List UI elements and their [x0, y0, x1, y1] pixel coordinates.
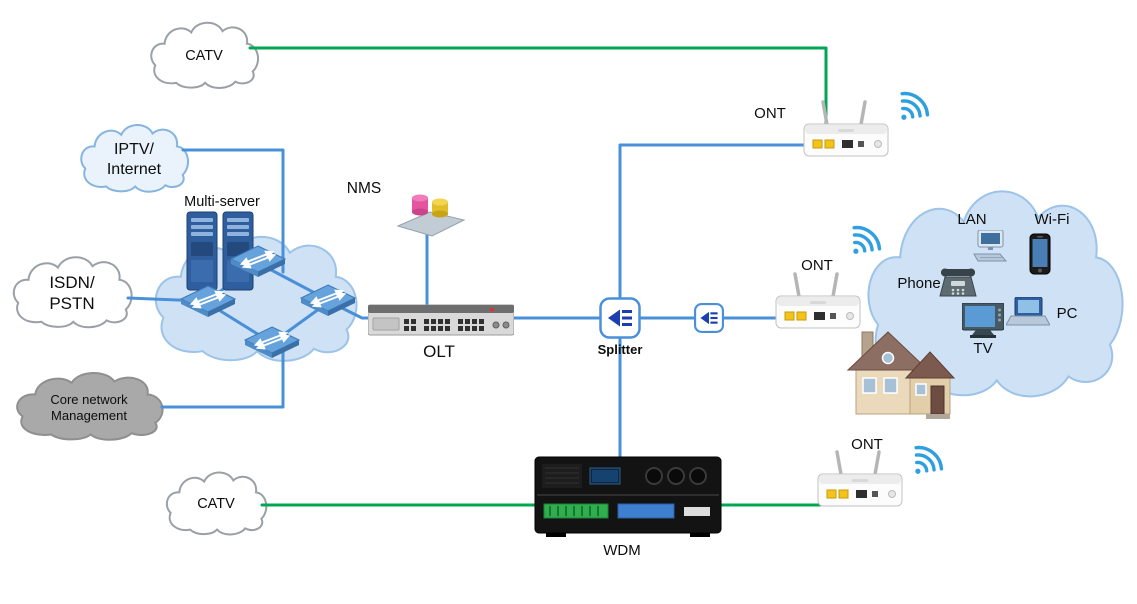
tv-label: TV: [973, 340, 993, 357]
nms-label: NMS: [346, 180, 382, 197]
core-network-cloud: Core network Management: [10, 366, 168, 450]
phone-label: Phone: [897, 275, 941, 292]
olt-label: OLT: [423, 342, 455, 361]
wdm-label: WDM: [603, 542, 641, 559]
tv-icon: [962, 303, 1004, 339]
catv-top-label: CATV: [185, 48, 223, 65]
catv-cloud-bottom: CATV: [162, 466, 270, 544]
catv-cloud-top: CATV: [146, 16, 262, 98]
olt-device: [368, 302, 514, 338]
desk-phone-icon: [938, 268, 978, 298]
splitter-icon: [599, 297, 641, 339]
switch-bottom-icon: [244, 326, 300, 360]
ont-middle-label: ONT: [801, 257, 833, 274]
isdn-pstn-label: ISDN/ PSTN: [49, 273, 95, 313]
ont-bottom-label: ONT: [851, 436, 883, 453]
core-network-label: Core network Management: [50, 392, 128, 423]
switch-left-icon: [180, 285, 236, 319]
iptv-internet-cloud: IPTV/ Internet: [76, 118, 192, 202]
isdn-pstn-cloud: ISDN/ PSTN: [8, 250, 136, 338]
laptop-icon: [1006, 297, 1050, 327]
ont-top-label: ONT: [754, 105, 786, 122]
switch-right-icon: [300, 284, 356, 318]
ont-bottom-device: [814, 446, 906, 510]
iptv-internet-label: IPTV/ Internet: [106, 141, 162, 178]
wifi-signal-bottom-icon: [904, 444, 944, 484]
house-icon: [846, 318, 956, 423]
ont-top-device: [800, 96, 892, 160]
wifi-signal-middle-icon: [842, 224, 882, 264]
wdm-device: [534, 456, 722, 538]
catv-bottom-label: CATV: [197, 496, 235, 513]
lan-label: LAN: [957, 211, 987, 228]
wifi-label: Wi-Fi: [1034, 211, 1070, 228]
switch-top-icon: [230, 245, 286, 279]
lan-computer-icon: [972, 230, 1008, 262]
wifi-signal-top-icon: [890, 90, 930, 130]
smartphone-icon: [1028, 233, 1052, 275]
splitter-label: Splitter: [597, 342, 643, 357]
link-catv-ont-top: [248, 46, 828, 135]
pc-label: PC: [1056, 305, 1078, 322]
splitter-small-icon: [694, 303, 724, 333]
nms-icon: [390, 186, 468, 238]
multi-server-label: Multi-server: [184, 194, 260, 210]
